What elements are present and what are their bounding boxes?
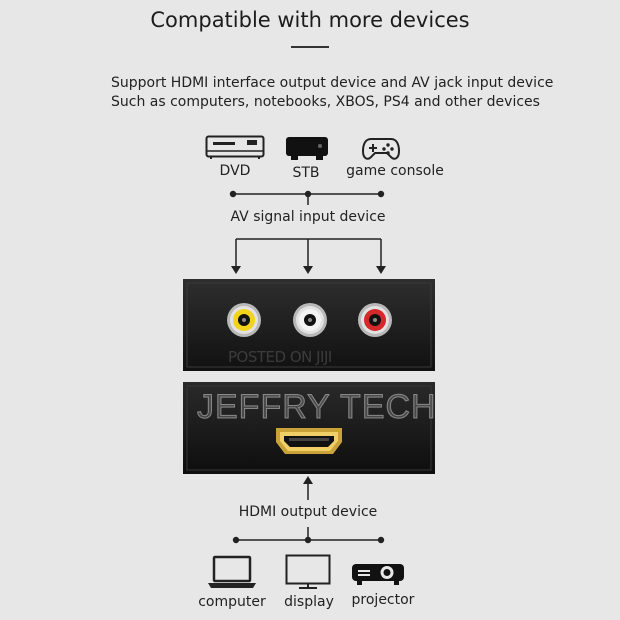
output-device-label-computer: computer [198,594,266,610]
output-device-label-display: display [284,594,334,610]
description-line-2: Such as computers, notebooks, XBOS, PS4 … [111,94,540,110]
hdmi-output-label: HDMI output device [238,504,378,520]
laptop-icon [208,555,256,588]
output-device-label-projector: projector [351,592,415,608]
rca-white-audio-jack [293,303,327,337]
monitor-icon [285,554,331,589]
brand-watermark: JEFFRY TECH [197,388,437,427]
projector-icon [352,564,404,585]
gamepad-icon [362,138,400,160]
description-line-1: Support HDMI interface output device and… [111,75,554,91]
input-device-label-game-console: game console [346,163,444,179]
av-input-label: AV signal input device [230,209,386,225]
set-top-box-icon [286,137,328,160]
dvd-player-icon [205,135,265,159]
watermark-text: POSTED ON JIJI [228,348,332,366]
hdmi-port [276,428,342,454]
rca-yellow-video-jack [227,303,261,337]
input-device-label-stb: STB [292,165,320,181]
input-device-label-dvd: DVD [219,163,251,179]
page-title: Compatible with more devices [150,8,470,32]
rca-red-audio-jack [358,303,392,337]
title-underline [291,46,329,48]
